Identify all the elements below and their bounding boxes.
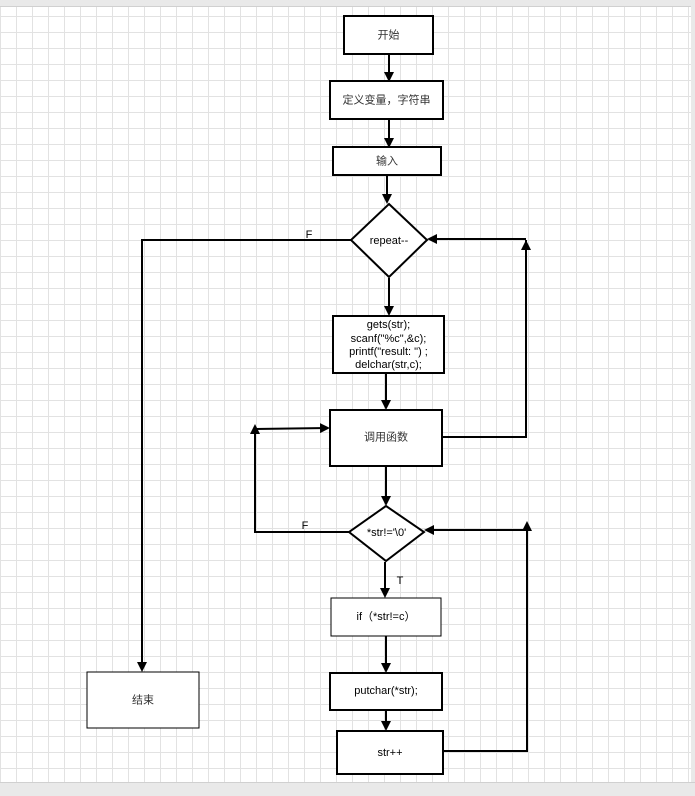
node-end-label: 结束 [132,694,154,707]
edge-repeat-false-end [137,239,351,672]
node-inc-label: str++ [377,747,402,759]
edges [137,54,532,752]
process-line-1: gets(str); [367,319,410,331]
edge-back-to-call [254,423,330,434]
edge-label-repeat-false: F [306,229,313,241]
node-repeat-label: repeat-- [370,235,409,247]
node-call-label: 调用函数 [364,431,408,444]
node-inc[interactable]: str++ [336,730,444,775]
node-end[interactable]: 结束 [86,671,200,729]
node-process[interactable]: gets(str); scanf("%c",&c); printf("resul… [332,315,445,374]
node-start[interactable]: 开始 [343,15,434,55]
node-repeat-decision[interactable]: repeat-- [349,202,429,279]
edge-inc-up-right [443,530,528,752]
node-cond-decision[interactable]: *str!='\0' [347,504,426,563]
node-define[interactable]: 定义变量，字符串 [329,80,444,120]
node-cond-label: *str!='\0' [367,527,406,539]
edge-label-cond-true: T [397,575,404,587]
vertical-scrollbar[interactable] [691,6,695,782]
process-line-3: printf("result: ") ; [349,346,428,358]
process-line-2: scanf("%c",&c); [351,333,427,345]
node-if[interactable]: if（*str!=c） [330,597,442,637]
top-toolbar-edge [0,0,695,7]
edge-cond-false-left [254,428,349,533]
node-if-label: if（*str!=c） [357,610,416,623]
node-start-label: 开始 [378,28,400,42]
node-putchar-label: putchar(*str); [354,685,418,697]
edge-call-up-right [442,240,527,438]
horizontal-scrollbar[interactable] [0,782,695,796]
edge-label-cond-false: F [302,520,309,532]
node-input-label: 输入 [376,154,398,168]
node-call[interactable]: 调用函数 [329,409,443,467]
node-input[interactable]: 输入 [332,146,442,176]
process-line-4: delchar(str,c); [355,359,422,371]
node-define-label: 定义变量，字符串 [343,93,431,107]
node-putchar[interactable]: putchar(*str); [329,672,443,711]
